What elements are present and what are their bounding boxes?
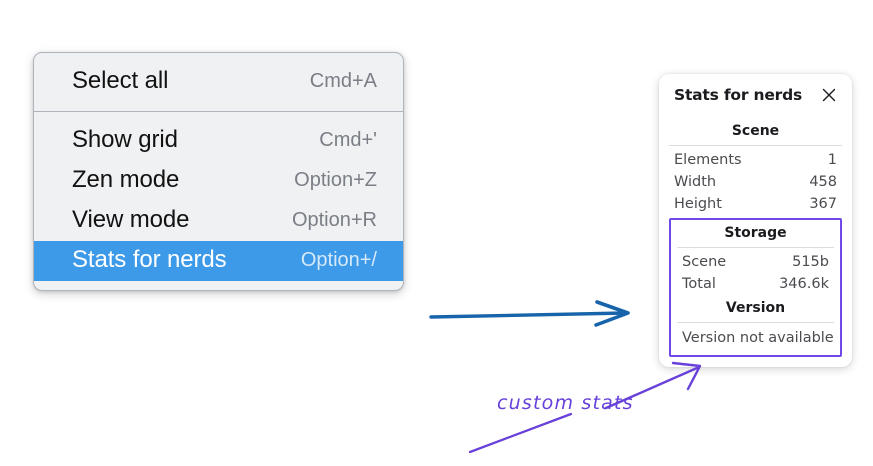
- version-section-heading: Version: [725, 300, 786, 316]
- purple-arrow-icon: [604, 361, 702, 410]
- menu-item-label: Stats for nerds: [72, 246, 227, 273]
- menu-item-shortcut: Option+Z: [294, 168, 377, 191]
- scene-section-heading: Scene: [731, 123, 780, 139]
- stat-key: Scene: [682, 254, 727, 270]
- menu-item-shortcut: Cmd+A: [309, 69, 377, 92]
- stat-row-storage-total: Total 346.6k: [677, 273, 834, 295]
- blue-arrow-icon: [429, 300, 630, 327]
- stats-panel-title: Stats for nerds: [674, 86, 803, 104]
- menu-item-label: Zen mode: [72, 166, 180, 193]
- stats-panel-body: Scene Elements 1 Width 458 Height 367 St…: [659, 118, 852, 357]
- stat-row-height: Height 367: [669, 193, 842, 215]
- stat-row-width: Width 458: [669, 171, 842, 193]
- scene-section: Scene Elements 1 Width 458 Height 367: [669, 118, 842, 215]
- stat-value: 458: [809, 174, 837, 190]
- stat-row-storage-scene: Scene 515b: [677, 251, 834, 273]
- storage-section-heading: Storage: [724, 225, 787, 241]
- close-icon[interactable]: [820, 86, 838, 104]
- version-value: Version not available: [682, 330, 834, 346]
- storage-divider: [677, 247, 834, 248]
- stats-for-nerds-panel: Stats for nerds Scene Elements 1 Width 4…: [659, 74, 852, 367]
- menu-item-shortcut: Option+R: [291, 208, 377, 231]
- menu-item-select-all[interactable]: Select all Cmd+A: [34, 62, 403, 102]
- stat-key: Elements: [674, 152, 742, 168]
- menu-item-stats-for-nerds[interactable]: Stats for nerds Option+/: [34, 241, 403, 281]
- menu-item-show-grid[interactable]: Show grid Cmd+': [34, 121, 403, 161]
- menu-section-2: Show grid Cmd+' Zen mode Option+Z View m…: [34, 112, 403, 290]
- stat-value: 346.6k: [779, 276, 829, 292]
- stat-key: Height: [674, 196, 722, 212]
- stat-value: 1: [827, 152, 837, 168]
- custom-stats-section: Storage Scene 515b Total 346.6k Version …: [669, 218, 842, 357]
- menu-item-zen-mode[interactable]: Zen mode Option+Z: [34, 161, 403, 201]
- menu-section-1: Select all Cmd+A: [34, 53, 403, 112]
- menu-item-view-mode[interactable]: View mode Option+R: [34, 201, 403, 241]
- stat-key: Total: [682, 276, 716, 292]
- stat-value: 515b: [792, 254, 829, 270]
- menu-item-label: Show grid: [72, 126, 178, 153]
- menu-item-label: View mode: [72, 206, 190, 233]
- menu-item-shortcut: Option+/: [300, 248, 377, 271]
- menu-item-shortcut: Cmd+': [319, 128, 377, 151]
- stat-value: 367: [809, 196, 837, 212]
- stat-key: Width: [674, 174, 717, 190]
- stat-row-elements: Elements 1: [669, 149, 842, 171]
- menu-item-label: Select all: [72, 67, 169, 94]
- context-menu: Select all Cmd+A Show grid Cmd+' Zen mod…: [33, 52, 404, 291]
- scene-divider: [669, 145, 842, 146]
- handwritten-annotation-label: custom stats: [497, 392, 634, 414]
- purple-underline-stroke-icon: [468, 412, 573, 454]
- stats-panel-header: Stats for nerds: [659, 86, 852, 104]
- version-divider: [677, 322, 834, 323]
